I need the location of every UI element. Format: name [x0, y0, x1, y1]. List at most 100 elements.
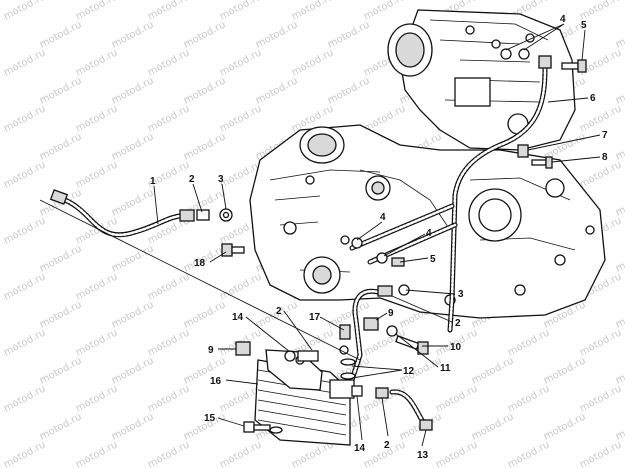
- callout-8: 8: [602, 152, 608, 163]
- watermark-text: motod.ru: [614, 19, 625, 50]
- watermark-text: motod.ru: [74, 103, 120, 134]
- watermark-text: motod.ru: [38, 243, 84, 274]
- watermark-text: motod.ru: [2, 0, 48, 23]
- callout-3a: 3: [218, 174, 224, 185]
- callout-16: 16: [210, 376, 222, 387]
- washer-3a: [219, 208, 233, 222]
- watermark-text: motod.ru: [614, 131, 625, 162]
- watermark-text: motod.ru: [110, 131, 156, 162]
- watermark-text: motod.ru: [146, 439, 192, 468]
- watermark-text: motod.ru: [578, 159, 624, 190]
- callout-4a: 4: [560, 14, 566, 25]
- watermark-text: motod.ru: [182, 131, 228, 162]
- callout-18: 18: [194, 258, 206, 269]
- watermark-text: motod.ru: [146, 47, 192, 78]
- watermark-text: motod.ru: [110, 19, 156, 50]
- watermark-text: motod.ru: [182, 299, 228, 330]
- watermark-text: motod.ru: [326, 75, 372, 106]
- watermark-text: motod.ru: [182, 19, 228, 50]
- callout-5b: 5: [430, 254, 436, 265]
- watermark-text: motod.ru: [614, 411, 625, 442]
- watermark-text: motod.ru: [578, 327, 624, 358]
- watermark-text: motod.ru: [578, 439, 624, 468]
- callout-labels: 1 2 3 4 5 6 7 8 4 4 5 18 3 2 9 10 11 12 …: [150, 14, 608, 461]
- watermark-text: motod.ru: [146, 383, 192, 414]
- watermark-text: motod.ru: [434, 439, 480, 468]
- watermark-text: motod.ru: [74, 383, 120, 414]
- watermark-text: motod.ru: [2, 383, 48, 414]
- watermark-text: motod.ru: [110, 75, 156, 106]
- watermark-text: motod.ru: [74, 0, 120, 23]
- watermark-text: motod.ru: [578, 103, 624, 134]
- watermark-text: motod.ru: [218, 103, 264, 134]
- watermark-text: motod.ru: [434, 383, 480, 414]
- watermark-text: motod.ru: [74, 327, 120, 358]
- watermark-text: motod.ru: [110, 411, 156, 442]
- callout-5: 5: [581, 20, 587, 31]
- callout-2c: 2: [276, 306, 282, 317]
- callout-4c: 4: [426, 228, 432, 239]
- bolt-10: [386, 325, 429, 355]
- watermark-text: motod.ru: [74, 439, 120, 468]
- watermark-text: motod.ru: [110, 243, 156, 274]
- fitting-17: [339, 324, 351, 355]
- watermark-text: motod.ru: [38, 355, 84, 386]
- watermark-text: motod.ru: [506, 383, 552, 414]
- nut-9a: [363, 317, 379, 331]
- callout-14b: 14: [354, 443, 366, 454]
- watermark-text: motod.ru: [110, 355, 156, 386]
- watermark-text: motod.ru: [38, 131, 84, 162]
- callout-2a: 2: [189, 174, 195, 185]
- fitting-14a: [284, 350, 319, 362]
- watermark-text: motod.ru: [506, 327, 552, 358]
- watermark-text: motod.ru: [146, 0, 192, 23]
- callout-13: 13: [417, 450, 429, 461]
- engine-crankcase: [249, 124, 606, 319]
- watermark-text: motod.ru: [74, 47, 120, 78]
- nut-9b: [235, 341, 251, 356]
- callout-11: 11: [440, 363, 451, 374]
- watermark-text: motod.ru: [2, 47, 48, 78]
- watermark-text: motod.ru: [38, 299, 84, 330]
- watermark-text: motod.ru: [542, 355, 588, 386]
- watermark-text: motod.ru: [38, 19, 84, 50]
- watermark-text: motod.ru: [326, 19, 372, 50]
- watermark-text: motod.ru: [110, 299, 156, 330]
- watermark-text: motod.ru: [74, 271, 120, 302]
- banjo-fitting-2a: [196, 209, 210, 221]
- callout-12: 12: [403, 366, 415, 377]
- watermark-text: motod.ru: [614, 75, 625, 106]
- watermark-text: motod.ru: [2, 271, 48, 302]
- watermark-text: motod.ru: [254, 19, 300, 50]
- watermark-text: motod.ru: [110, 187, 156, 218]
- watermark-text: motod.ru: [218, 0, 264, 23]
- screw-15: [243, 421, 283, 434]
- callout-6: 6: [590, 93, 596, 104]
- watermark-text: motod.ru: [218, 271, 264, 302]
- watermark-text: motod.ru: [614, 355, 625, 386]
- watermark-text: motod.ru: [290, 47, 336, 78]
- watermark-text: motod.ru: [182, 75, 228, 106]
- watermark-text: motod.ru: [614, 299, 625, 330]
- watermark-text: motod.ru: [218, 439, 264, 468]
- callout-2b: 2: [455, 318, 461, 329]
- oil-hose-6: [447, 55, 552, 333]
- callout-9b: 9: [208, 345, 214, 356]
- callout-15: 15: [204, 413, 216, 424]
- watermark-text: motod.ru: [2, 327, 48, 358]
- watermark-text: motod.ru: [362, 0, 408, 23]
- watermark-text: motod.ru: [38, 411, 84, 442]
- watermark-text: motod.ru: [38, 75, 84, 106]
- watermark-text: motod.ru: [614, 187, 625, 218]
- bolt-18: [221, 243, 245, 257]
- watermark-text: motod.ru: [2, 439, 48, 468]
- washers-4a: [500, 48, 530, 60]
- watermark-text: motod.ru: [218, 47, 264, 78]
- callout-9a: 9: [388, 308, 394, 319]
- callout-17: 17: [309, 312, 321, 323]
- leader-lines: [153, 23, 601, 447]
- watermark-text: motod.ru: [2, 159, 48, 190]
- watermark-text: motod.ru: [542, 411, 588, 442]
- watermark-text: motod.ru: [146, 327, 192, 358]
